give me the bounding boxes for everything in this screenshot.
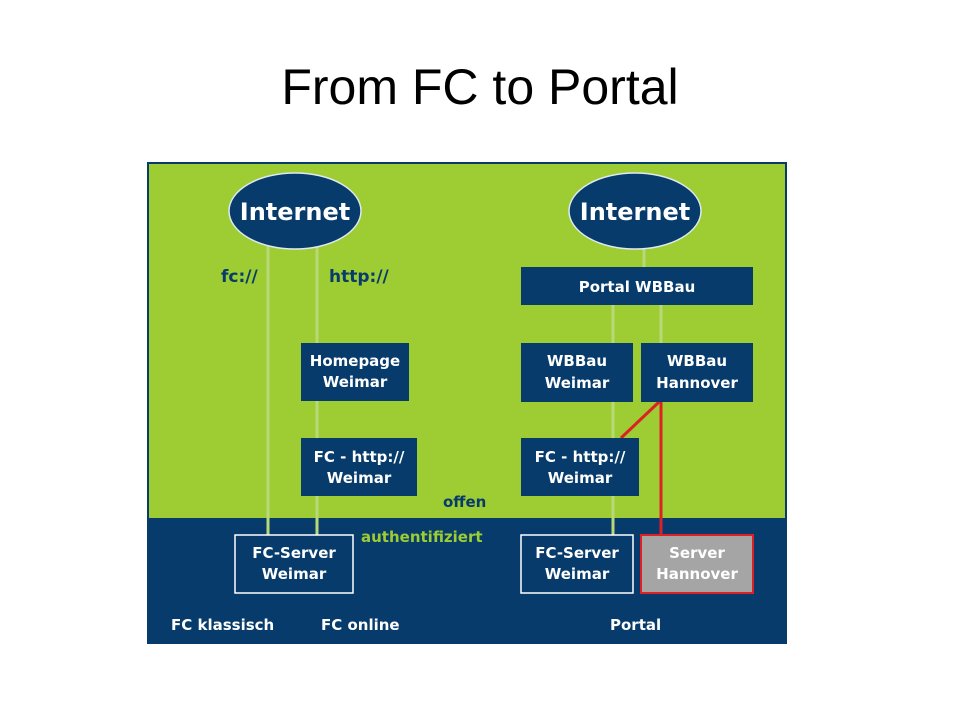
fc-server-label-right-line2: Weimar [545,565,610,583]
wbbau-hannover-label-line1: WBBau [667,352,727,370]
diagram-border [147,162,787,644]
wbbau-weimar-box [521,343,633,402]
wbbau-hannover-label-line2: Hannover [656,374,738,392]
bottom-label-fc-online: FC online [321,616,400,634]
fc-http-label-left-line1: FC - http:// [314,448,405,466]
wbbau-weimar-label-line2: Weimar [545,374,610,392]
fc-server-weimar-box-right [520,534,634,594]
fc-server-weimar-box-left [234,534,354,594]
fc-http-label-right-line1: FC - http:// [535,448,626,466]
zone-label-authentifiziert: authentifiziert [361,528,483,546]
internet-cloud-left [228,172,362,250]
fc-http-weimar-box-left [301,438,417,496]
architecture-diagram: Internet fc:// http:// Homepage Weimar F… [147,162,787,644]
bottom-label-fc-klassisch: FC klassisch [171,616,274,634]
wbbau-weimar-label-line1: WBBau [547,352,607,370]
red-link-hannover-fchttp [619,400,661,440]
zone-label-offen: offen [443,493,486,511]
internet-label-left: Internet [240,198,350,226]
homepage-label-line2: Weimar [323,373,388,391]
server-hannover-label-line1: Server [669,544,725,562]
internet-label-right: Internet [580,198,690,226]
portal-wbbau-box [521,267,753,305]
protocol-label-http: http:// [329,267,390,287]
server-hannover-label-line2: Hannover [656,565,738,583]
internet-cloud-right [568,172,702,250]
portal-wbbau-label: Portal WBBau [579,278,696,296]
fc-http-label-left-line2: Weimar [327,469,392,487]
homepage-weimar-box [301,343,409,401]
fc-http-weimar-box-right [521,438,639,496]
homepage-label-line1: Homepage [310,352,400,370]
bottom-label-portal: Portal [610,616,661,634]
protocol-label-fc: fc:// [221,267,258,287]
fc-server-label-left-line2: Weimar [262,565,327,583]
slide-title: From FC to Portal [281,59,679,115]
fc-server-label-right-line1: FC-Server [535,544,619,562]
server-hannover-box [640,534,754,594]
fc-http-label-right-line2: Weimar [548,469,613,487]
fc-server-label-left-line1: FC-Server [252,544,336,562]
wbbau-hannover-box [641,343,753,402]
